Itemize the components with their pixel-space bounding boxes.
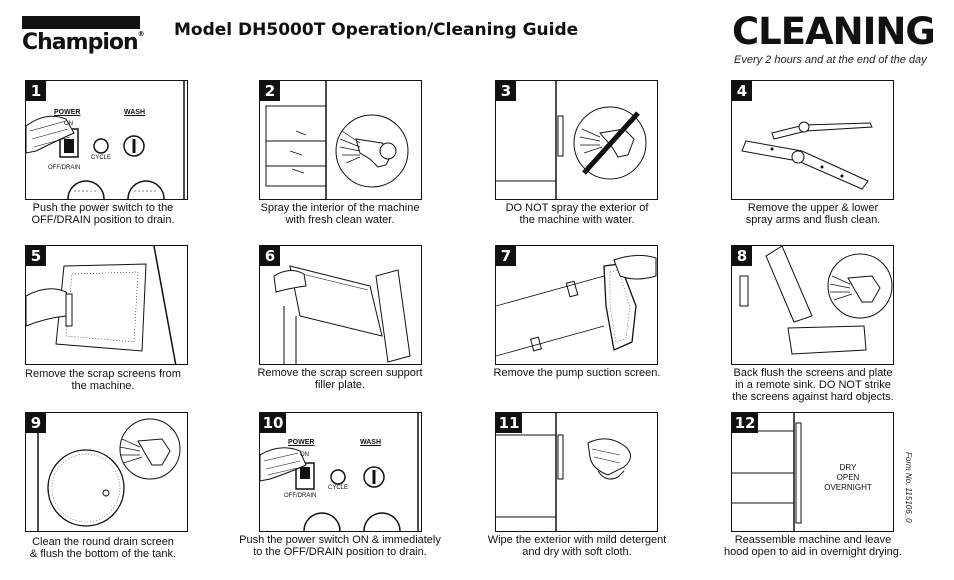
step-number: 3 xyxy=(496,81,516,101)
scrap-screen-drawing xyxy=(26,246,177,364)
step-number: 9 xyxy=(26,413,46,433)
no-spray-exterior-drawing xyxy=(496,81,647,199)
step-number: 4 xyxy=(732,81,752,101)
on-label: ON xyxy=(300,452,309,458)
step-number: 10 xyxy=(260,413,286,433)
step-6-illustration: 6 xyxy=(259,245,422,365)
off-drain-label: OFF/DRAIN xyxy=(48,165,81,171)
step-2-illustration: 2 xyxy=(259,80,422,200)
champion-logo: Champion® xyxy=(22,16,145,60)
step-10-illustration: 10 POWER WASH ON OFF/DRAIN CYCLE xyxy=(259,412,422,532)
wash-label: WASH xyxy=(124,109,145,116)
step-7-caption: Remove the pump suction screen. xyxy=(493,367,661,379)
step-1-illustration: 1 POWER WASH ON OFF/DRAIN CYCLE xyxy=(25,80,188,200)
wipe-exterior-drawing xyxy=(496,413,631,531)
step-9-illustration: 9 xyxy=(25,412,188,532)
filler-plate-drawing xyxy=(273,265,411,364)
step-7-illustration: 7 xyxy=(495,245,658,365)
logo-bar xyxy=(22,16,140,29)
control-panel-drawing xyxy=(26,81,185,199)
step-8-illustration: 8 xyxy=(731,245,894,365)
back-flush-drawing xyxy=(739,246,893,355)
step-5-illustration: 5 xyxy=(25,245,188,365)
step-number: 2 xyxy=(260,81,280,101)
logo-wordmark: Champion® xyxy=(22,30,145,55)
step-number: 5 xyxy=(26,246,46,266)
step-4-illustration: 4 xyxy=(731,80,894,200)
section-title: CLEANING xyxy=(732,10,936,53)
step-number: 11 xyxy=(496,413,522,433)
off-drain-label: OFF/DRAIN xyxy=(284,493,317,499)
power-label: POWER xyxy=(54,109,81,116)
step-11-illustration: 11 xyxy=(495,412,658,532)
step-3-illustration: 3 xyxy=(495,80,658,200)
spray-interior-drawing xyxy=(265,81,409,199)
step-number: 12 xyxy=(732,413,758,433)
cycle-label: CYCLE xyxy=(328,485,349,491)
cycle-label: CYCLE xyxy=(91,155,112,161)
step-number: 6 xyxy=(260,246,280,266)
wash-label: WASH xyxy=(360,439,381,446)
step-9-caption: Clean the round drain screen& flush the … xyxy=(29,536,177,560)
step-number: 7 xyxy=(496,246,516,266)
drain-screen-drawing xyxy=(37,413,181,531)
spray-arms-drawing xyxy=(741,121,873,190)
section-subtitle: Every 2 hours and at the end of the day xyxy=(734,54,927,66)
control-panel-drawing xyxy=(260,413,419,531)
step-number: 8 xyxy=(732,246,752,266)
power-label: POWER xyxy=(288,439,315,446)
machine-open-drawing xyxy=(732,413,802,531)
form-number: Form No. 115106_0 xyxy=(904,452,913,523)
step-number: 1 xyxy=(26,81,46,101)
on-label: ON xyxy=(64,121,73,127)
page-title: Model DH5000T Operation/Cleaning Guide xyxy=(174,20,579,40)
pump-suction-screen-drawing xyxy=(496,254,657,357)
